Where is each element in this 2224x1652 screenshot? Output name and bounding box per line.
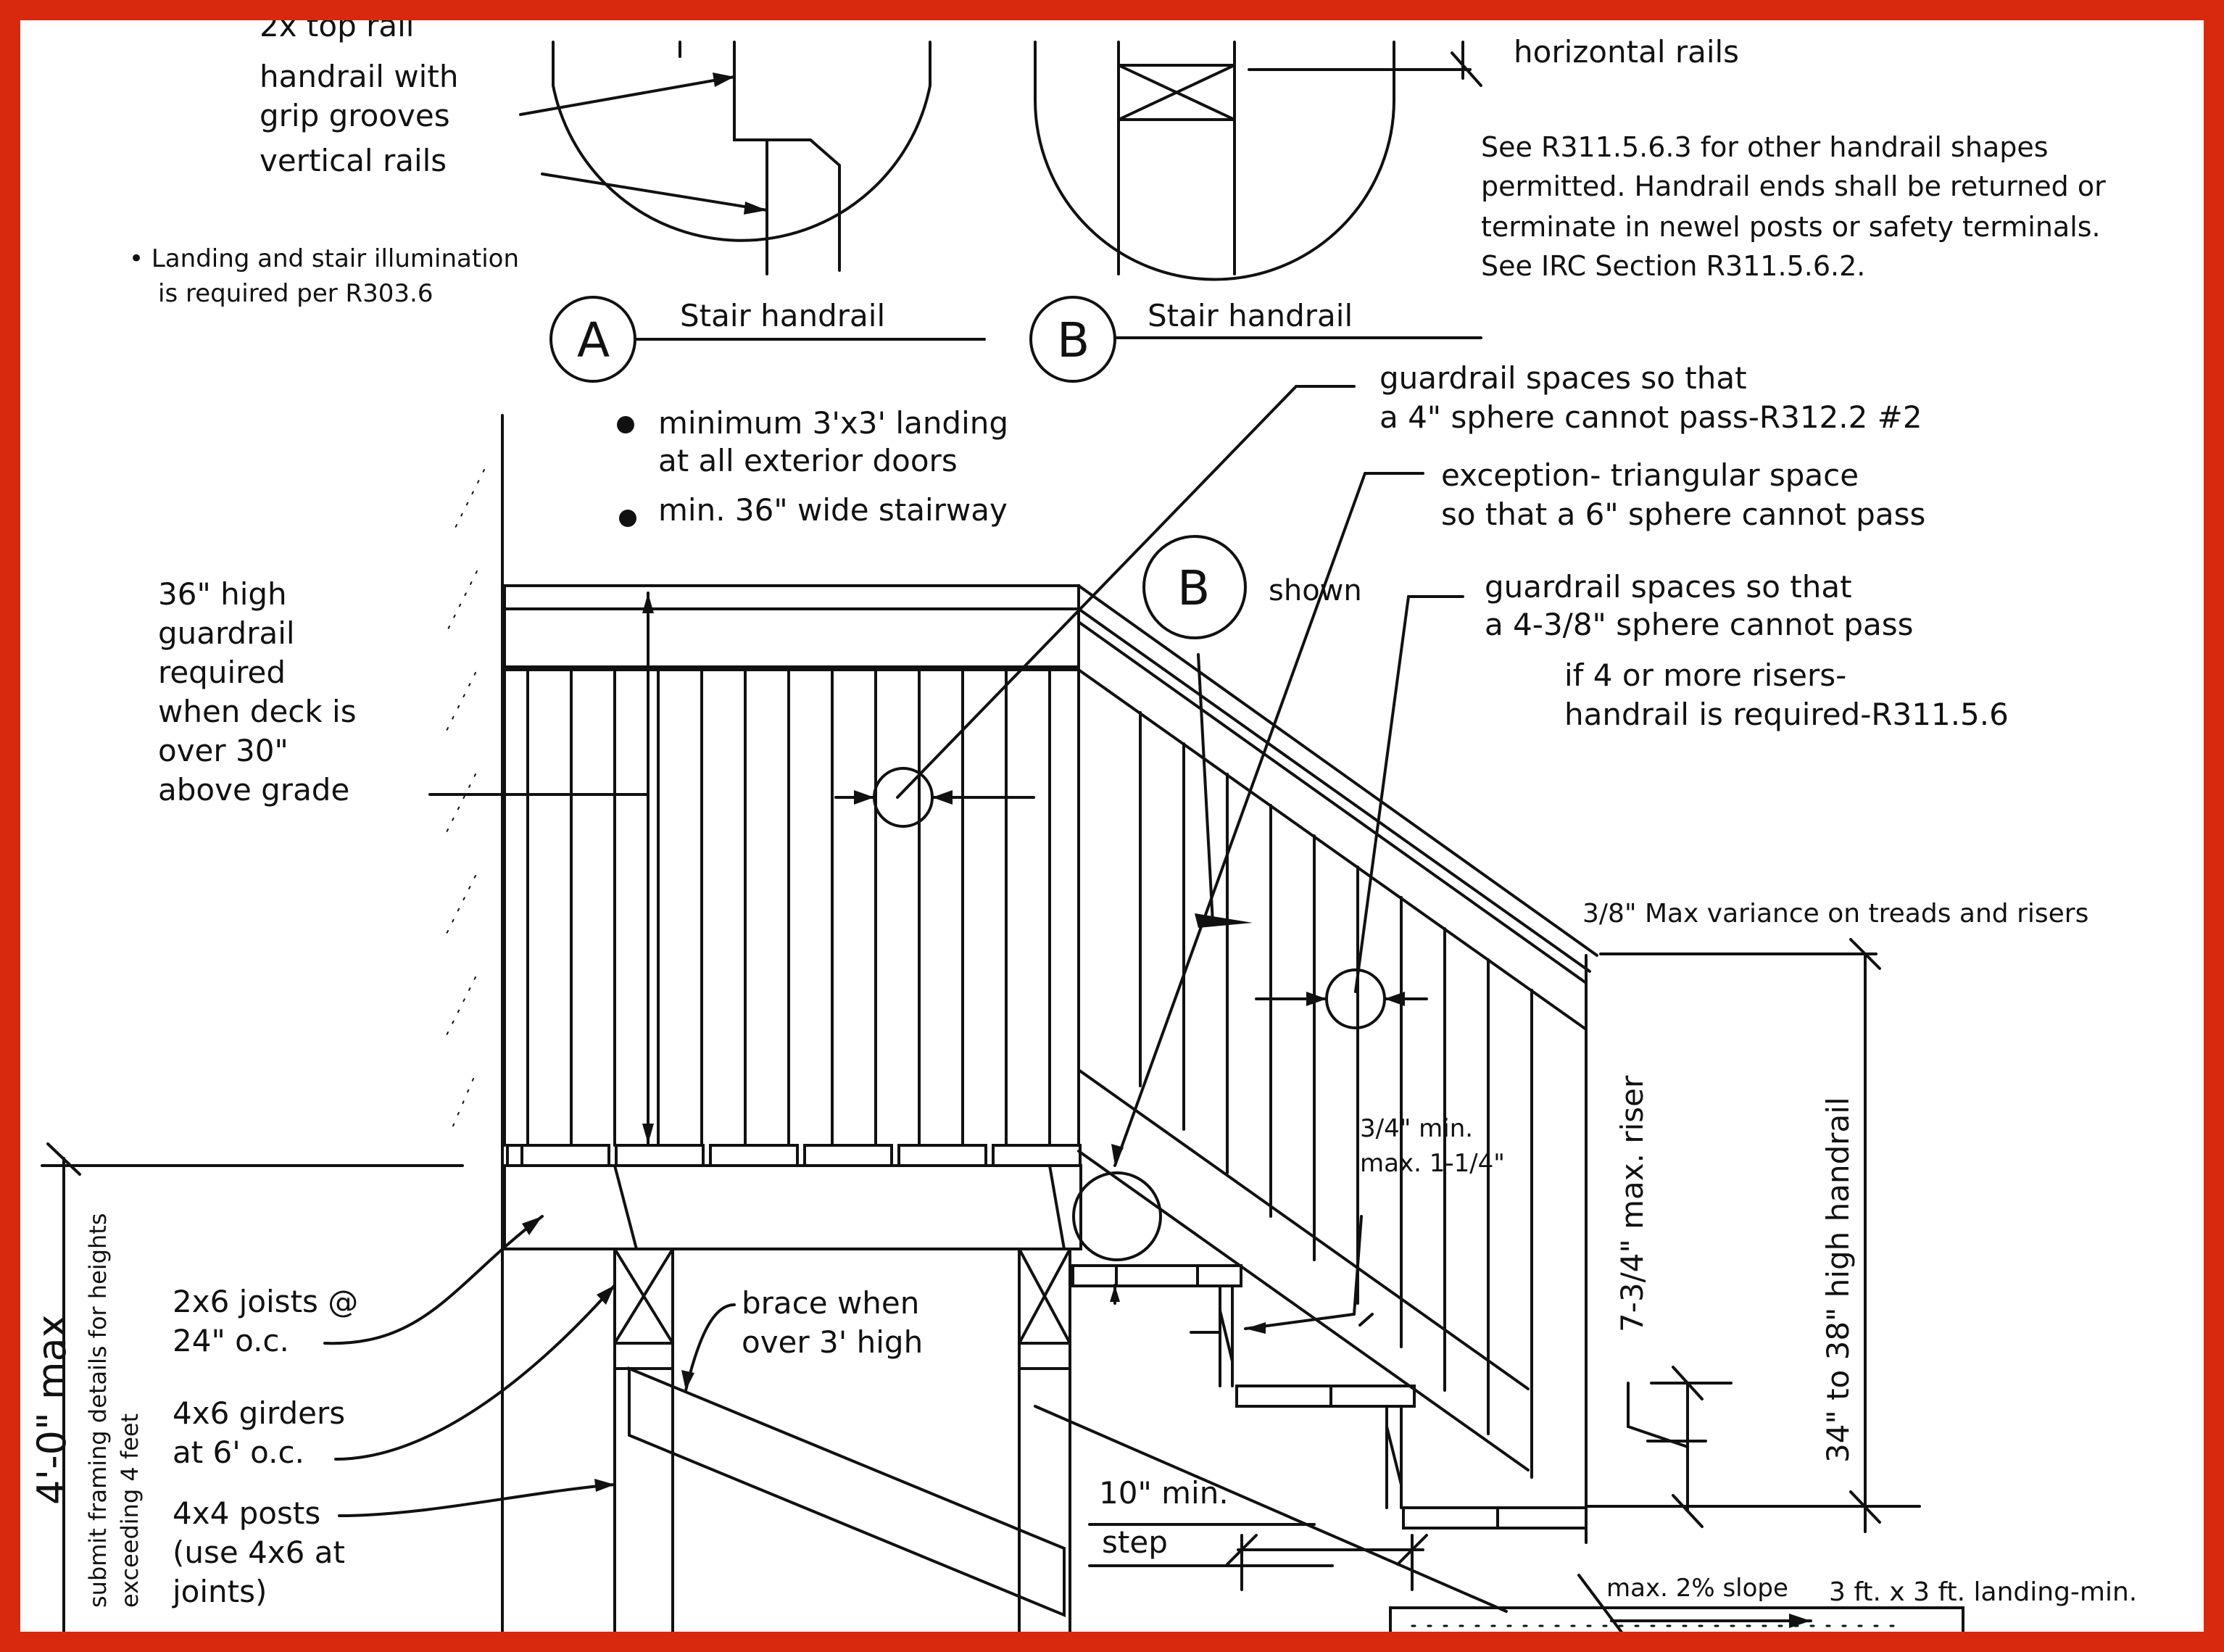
note-see-3: terminate in newel posts or safety termi… xyxy=(1481,211,2101,243)
deck-framing xyxy=(41,1164,1964,1632)
note-joists-2: 24" o.c. xyxy=(173,1323,289,1358)
note-see-2: permitted. Handrail ends shall be return… xyxy=(1481,170,2106,202)
note-landing-1: minimum 3'x3' landing xyxy=(658,405,1008,441)
note-see-4: See IRC Section R311.5.6.2. xyxy=(1481,250,1865,282)
note-handrail-height: 34" to 38" high handrail xyxy=(1820,1097,1856,1463)
note-risers-2: handrail is required-R311.5.6 xyxy=(1564,697,2009,732)
note-top-rail-3: grip grooves xyxy=(260,98,450,133)
note-nosing-2: max. 1-1/4" xyxy=(1360,1149,1505,1178)
note-exception-1: exception- triangular space xyxy=(1441,457,1859,493)
note-horizontal-rails: horizontal rails xyxy=(1514,34,1739,70)
note-posts-1: 4x4 posts xyxy=(173,1495,320,1531)
note-illumination-2: is required per R303.6 xyxy=(158,279,433,308)
detail-a-section xyxy=(519,41,931,275)
note-posts-3: joints) xyxy=(172,1574,267,1609)
callout-b-shown-letter: B xyxy=(1177,560,1210,616)
note-submit-2: exceeding 4 feet xyxy=(116,1414,144,1608)
note-illumination-1: • Landing and stair illumination xyxy=(129,244,519,273)
callout-b-label: Stair handrail xyxy=(1148,298,1353,333)
note-posts-2: (use 4x6 at xyxy=(173,1535,345,1570)
note-risers-1: if 4 or more risers- xyxy=(1564,657,1846,693)
note-guardrail-36-1: 36" high xyxy=(158,576,287,612)
note-top-rail-2: handrail with xyxy=(260,59,458,94)
callout-shown-label: shown xyxy=(1269,574,1362,607)
note-nosing-1: 3/4" min. xyxy=(1360,1114,1473,1143)
note-top-rail-1: 2x top rail xyxy=(260,20,414,43)
bullet-icon xyxy=(619,510,636,527)
note-vertical-rails: vertical rails xyxy=(260,143,447,178)
note-variance: 3/8" Max variance on treads and risers xyxy=(1582,899,2088,929)
callout-b-letter: B xyxy=(1057,312,1090,368)
note-step-1: 10" min. xyxy=(1099,1475,1229,1511)
bullet-icon xyxy=(617,416,634,433)
note-landing-min: 3 ft. x 3 ft. landing-min. xyxy=(1829,1577,2137,1607)
note-girders-2: at 6' o.c. xyxy=(173,1435,304,1470)
note-joists-1: 2x6 joists @ xyxy=(173,1284,358,1319)
note-guardrail-36-3: required xyxy=(158,655,286,690)
note-guardrail-36-4: when deck is xyxy=(158,694,357,729)
note-step-2: step xyxy=(1102,1524,1168,1560)
callout-b-shown-circle xyxy=(1142,535,1247,639)
stair-treads xyxy=(1071,1264,1588,1529)
note-guardrail-36-2: guardrail xyxy=(158,615,295,651)
callout-a-label: Stair handrail xyxy=(680,298,885,333)
note-girders-1: 4x6 girders xyxy=(173,1395,345,1431)
note-max-height: 4'-0" max xyxy=(29,1314,75,1505)
stair-guardrail xyxy=(1072,584,1598,1544)
deck-guardrail xyxy=(428,584,1082,1167)
note-guard-438-2: a 4-3/8" sphere cannot pass xyxy=(1485,607,1914,642)
note-slope: max. 2% slope xyxy=(1606,1574,1788,1603)
note-stairway: min. 36" wide stairway xyxy=(658,492,1008,528)
note-see-1: See R311.5.6.3 for other handrail shapes xyxy=(1481,131,2049,163)
note-exception-2: so that a 6" sphere cannot pass xyxy=(1441,497,1925,532)
leader-lines xyxy=(46,385,1921,1632)
callout-a-letter: A xyxy=(577,312,610,368)
note-submit-1: submit framing details for heights xyxy=(84,1213,112,1608)
note-guard-438-1: guardrail spaces so that xyxy=(1485,569,1852,605)
deck-stair-drawing: 2x top rail handrail with grip grooves v… xyxy=(29,20,2137,1632)
note-riser-max: 7-3/4" max. riser xyxy=(1614,1075,1650,1332)
note-guard-4in-1: guardrail spaces so that xyxy=(1379,360,1747,396)
note-guard-4in-2: a 4" sphere cannot pass-R312.2 #2 xyxy=(1379,399,1922,435)
note-brace-1: brace when xyxy=(742,1285,919,1321)
note-brace-2: over 3' high xyxy=(742,1324,923,1360)
detail-b-section xyxy=(1034,41,1482,281)
note-guardrail-36-6: above grade xyxy=(158,772,349,808)
note-guardrail-36-5: over 30" xyxy=(158,733,289,768)
note-landing-2: at all exterior doors xyxy=(658,443,958,478)
